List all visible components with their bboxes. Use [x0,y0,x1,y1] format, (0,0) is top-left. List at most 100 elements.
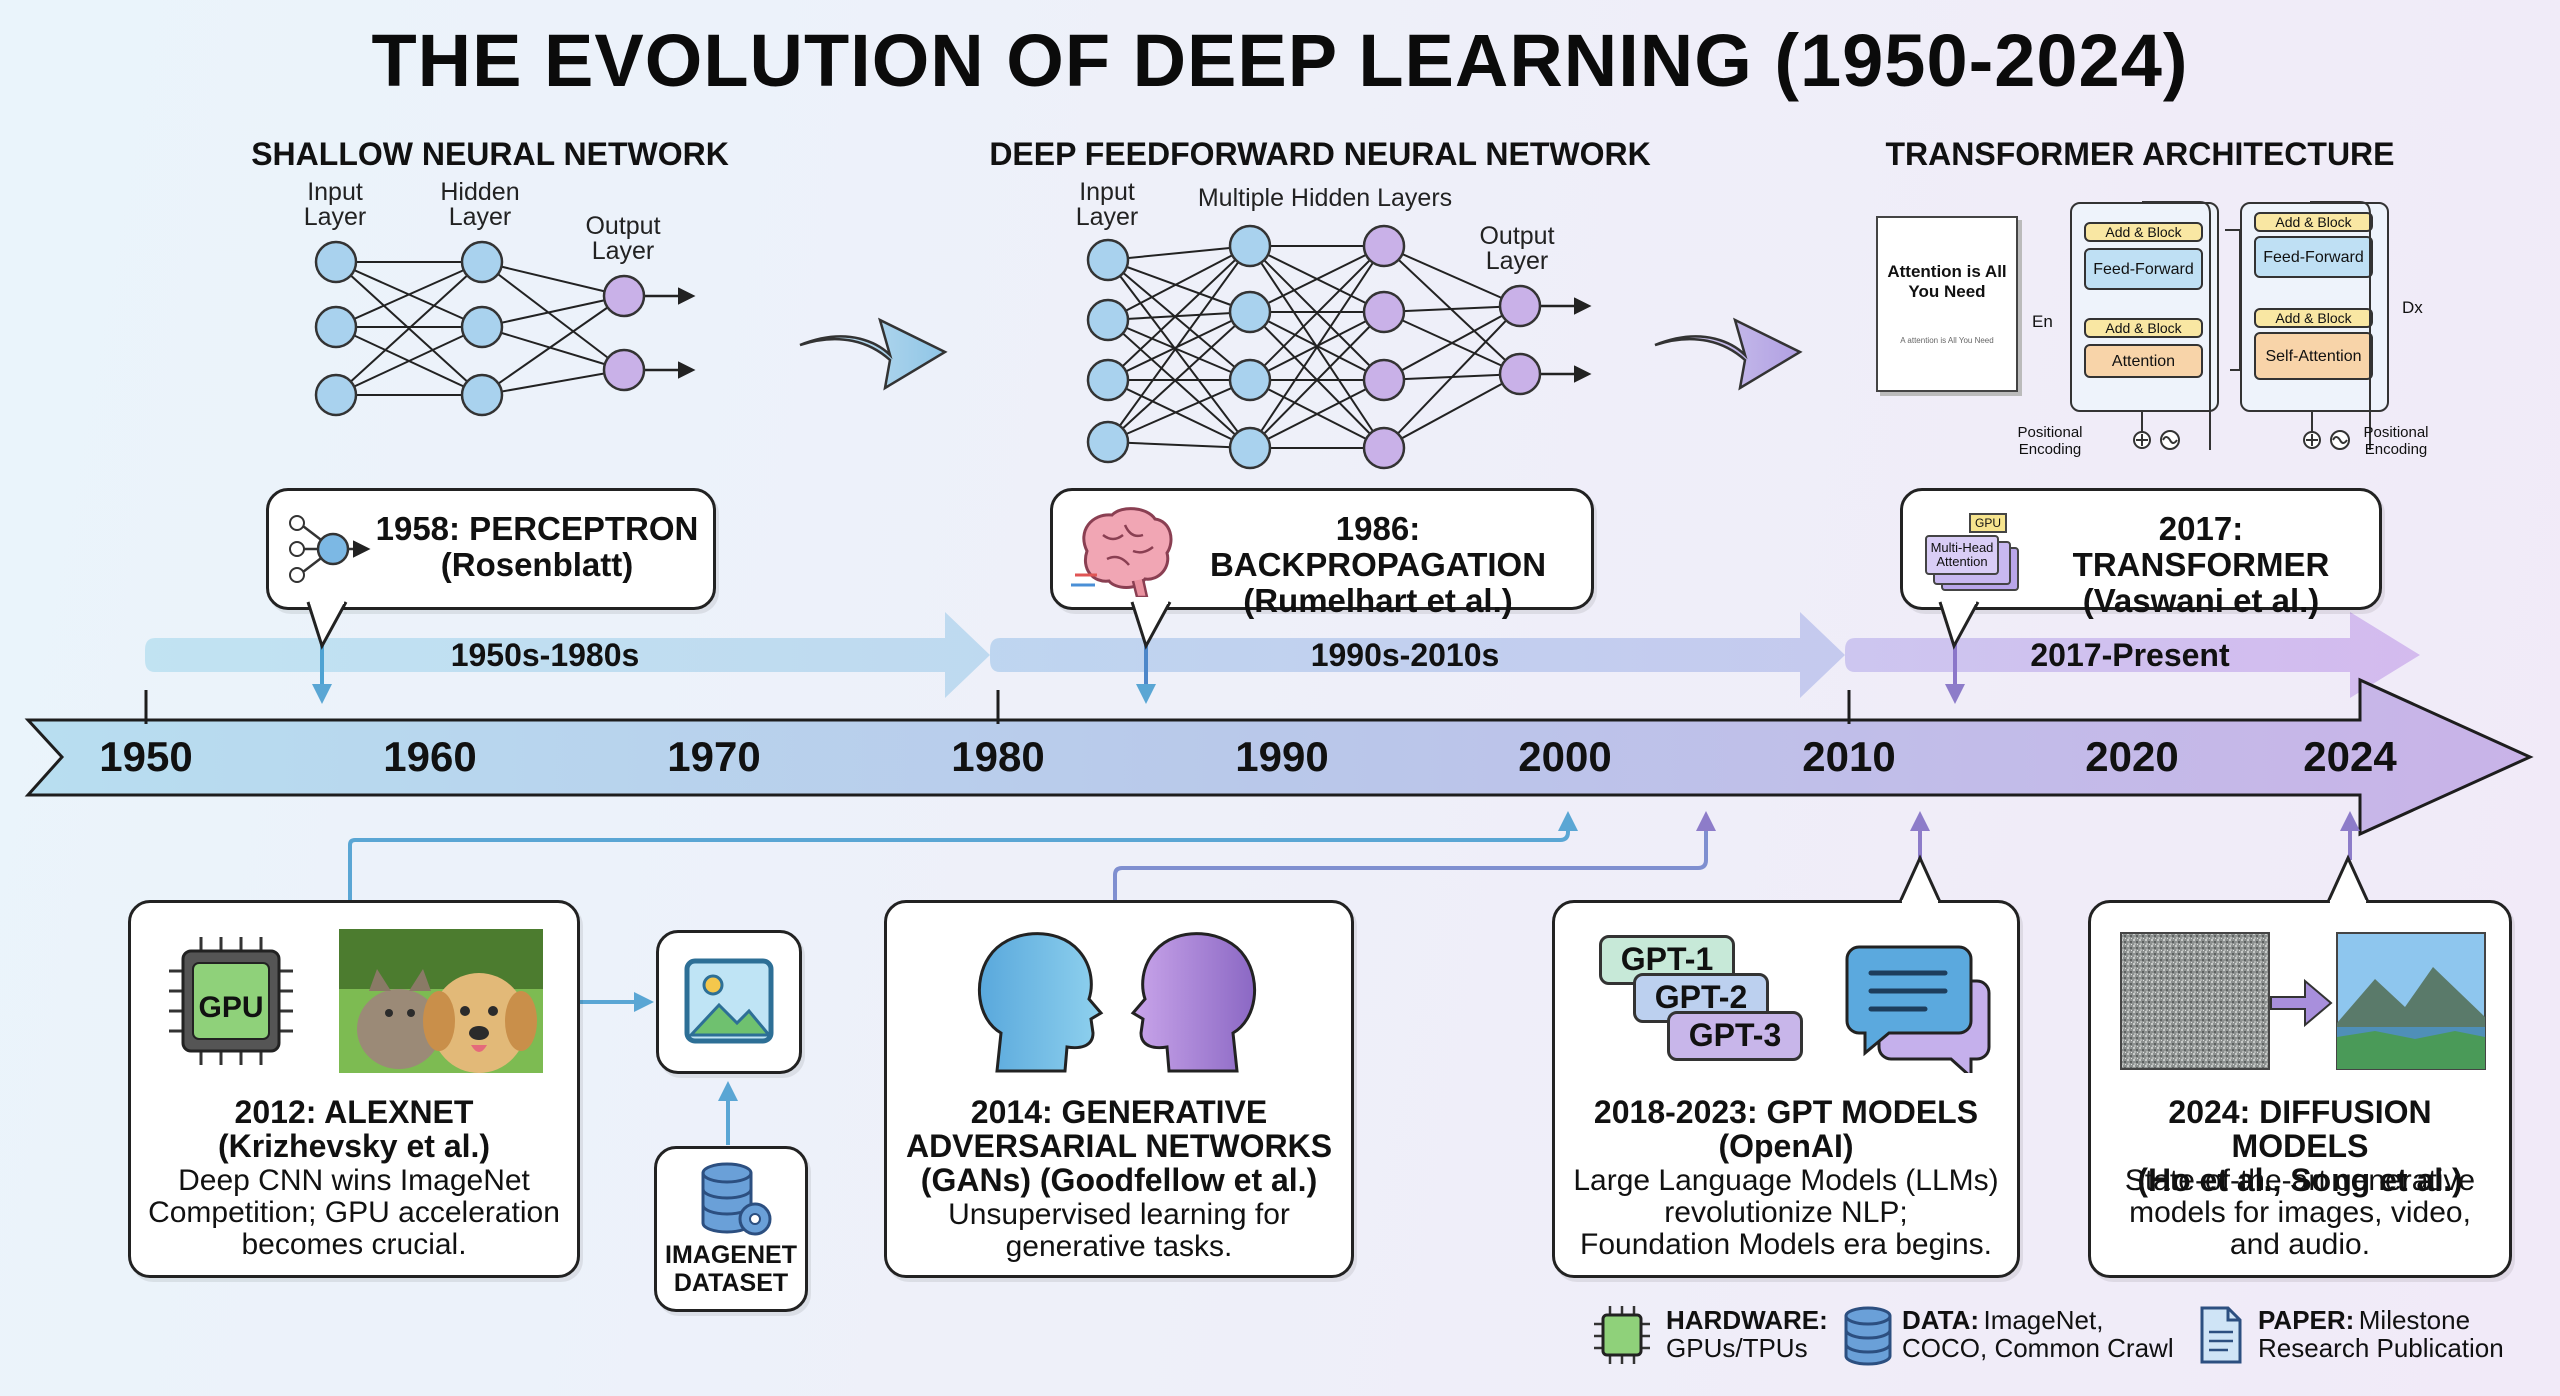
deep-network-diagram [1086,224,1592,470]
shallow-output-label: Output Layer [585,212,661,265]
brain-icon [1071,507,1173,597]
timeline-year-label: 1990 [1235,733,1329,780]
legend-hardware-label: HARDWARE: [1666,1305,1828,1335]
deep-edge [1107,305,1253,321]
dec-add-block-1: Add & Block [2254,212,2373,232]
deep-edge [1107,244,1253,321]
timeline-year-label: 1950 [99,733,193,780]
diffusion-heading: 2024: DIFFUSION MODELS (Ho et al., Song … [2137,1094,2463,1198]
deep-hidden-label: Multiple Hidden Layers [1197,184,1453,212]
noise-to-image-icon [2120,932,2486,1070]
enc-attention: Attention [2084,344,2203,378]
shallow-edge [481,261,627,301]
legend-paper: PAPER: Milestone Research Publication [2258,1306,2528,1362]
decoder-stack: Add & Block Feed-Forward Add & Block Sel… [2240,202,2389,412]
shallow-hidden-label: Hidden Layer [440,178,520,231]
timeline-year-label: 2010 [1802,733,1896,780]
transformer-connectors [2133,201,2371,450]
callout-perceptron: 1958: PERCEPTRON (Rosenblatt) [266,488,716,610]
gans-body: Unsupervised learning for generative tas… [948,1198,1290,1263]
dataset-arrows [580,992,738,1145]
transformer-title: TRANSFORMER ARCHITECTURE [1885,136,2395,172]
deep-edge [1249,244,1386,381]
deep-node [1086,298,1130,342]
shallow-edge [335,260,485,396]
deep-edge [1107,440,1253,455]
deep-node [1228,224,1272,268]
shallow-node [314,240,358,284]
multi-head-attention-icon: GPU Multi-Head Attention [1923,503,2023,593]
callout-backpropagation-tail [1130,600,1172,650]
image-icon-box [656,930,802,1074]
chat-bubble-icon [1845,945,1991,1073]
deep-node [1086,358,1130,402]
timeline-year-label: 1980 [951,733,1045,780]
deep-node [1086,420,1130,464]
chip-icon [1594,1306,1650,1364]
enc-feed-forward: Feed-Forward [2084,248,2203,290]
shallow-node [314,305,358,349]
deep-edge [1107,259,1252,451]
era-arrows [145,612,2420,698]
shallow-edge [335,260,485,328]
shallow-edge [481,326,627,374]
era-label-3: 2017-Present [2030,637,2230,673]
deep-node [1228,426,1272,470]
imagenet-label: IMAGENET DATASET [665,1241,797,1297]
deep-edge [1249,243,1386,449]
deep-edge [1107,319,1253,450]
paper-title: Attention is All You Need [1887,262,2007,301]
deep-edge [1383,245,1523,308]
encoder-stack: Add & Block Feed-Forward Add & Block Att… [2070,202,2219,412]
deep-node [1362,358,1406,402]
shallow-node [460,305,504,349]
cat-dog-photo [339,929,543,1073]
deep-edge [1383,299,1523,314]
deep-edge [1249,244,1387,313]
deep-edge [1107,310,1253,443]
mha-label: Multi-Head Attention [1925,535,1999,575]
callout-backpropagation-text: 1986: BACKPROPAGATION (Rumelhart et al.) [1209,510,1547,619]
decoder-label: Dx [2402,298,2423,317]
deep-edge [1249,310,1386,449]
deep-edge [1107,243,1252,443]
callout-transformer-text: 2017: TRANSFORMER (Vaswani et al.) [2072,510,2330,619]
imagenet-dataset-box: IMAGENET DATASET [654,1146,808,1312]
deep-output-label: Output Layer [1479,222,1555,275]
attention-paper: Attention is All You Need A attention is… [1876,216,2018,392]
legend-data-label: DATA: [1902,1305,1980,1335]
deep-edge [1107,319,1253,383]
callout-pointers [312,640,1965,704]
era-label-2: 1990s-2010s [1310,637,1500,673]
deep-edge [1107,259,1253,382]
shallow-node [460,373,504,417]
timeline-year-label: 2020 [2085,733,2179,780]
timeline-year-label: 2024 [2303,733,2397,780]
card-alexnet: GPU 2012: ALEXNET (Krizhevsky et al.) De… [128,900,580,1278]
callout-perceptron-tail [306,600,348,650]
shallow-node [602,348,646,392]
deep-network-title: DEEP FEEDFORWARD NEURAL NETWORK [989,136,1651,172]
timeline-year-label: 1960 [383,733,477,780]
callout-perceptron-text: 1958: PERCEPTRON (Rosenblatt) [375,510,699,583]
legend-hardware-desc: GPUs/TPUs [1666,1333,1808,1363]
gpt-body: Large Language Models (LLMs) revolutioni… [1573,1164,1999,1261]
timeline-year-label: 2000 [1518,733,1612,780]
shallow-edge [481,365,627,396]
card-diffusion: 2024: DIFFUSION MODELS (Ho et al., Song … [2088,900,2512,1278]
deep-node [1086,238,1130,282]
deep-edge [1107,379,1253,450]
swoosh-arrow-1 [799,317,948,391]
card-gans: 2014: GENERATIVE ADVERSARIAL NETWORKS (G… [884,900,1354,1278]
gpu-label: GPU [1969,513,2007,533]
shallow-edge [481,291,627,328]
era-label-1: 1950s-1980s [450,637,640,673]
legend-data-desc: ImageNet, COCO, Common Crawl [1902,1305,2174,1363]
deep-edge [1107,378,1253,443]
shallow-node [460,240,504,284]
alexnet-heading: 2012: ALEXNET (Krizhevsky et al.) [217,1094,491,1164]
dec-feed-forward: Feed-Forward [2254,236,2373,278]
card-gpt: GPT-1 GPT-2 GPT-3 2018-2023: GPT MODELS … [1552,900,2020,1278]
deep-edge [1383,372,1523,449]
